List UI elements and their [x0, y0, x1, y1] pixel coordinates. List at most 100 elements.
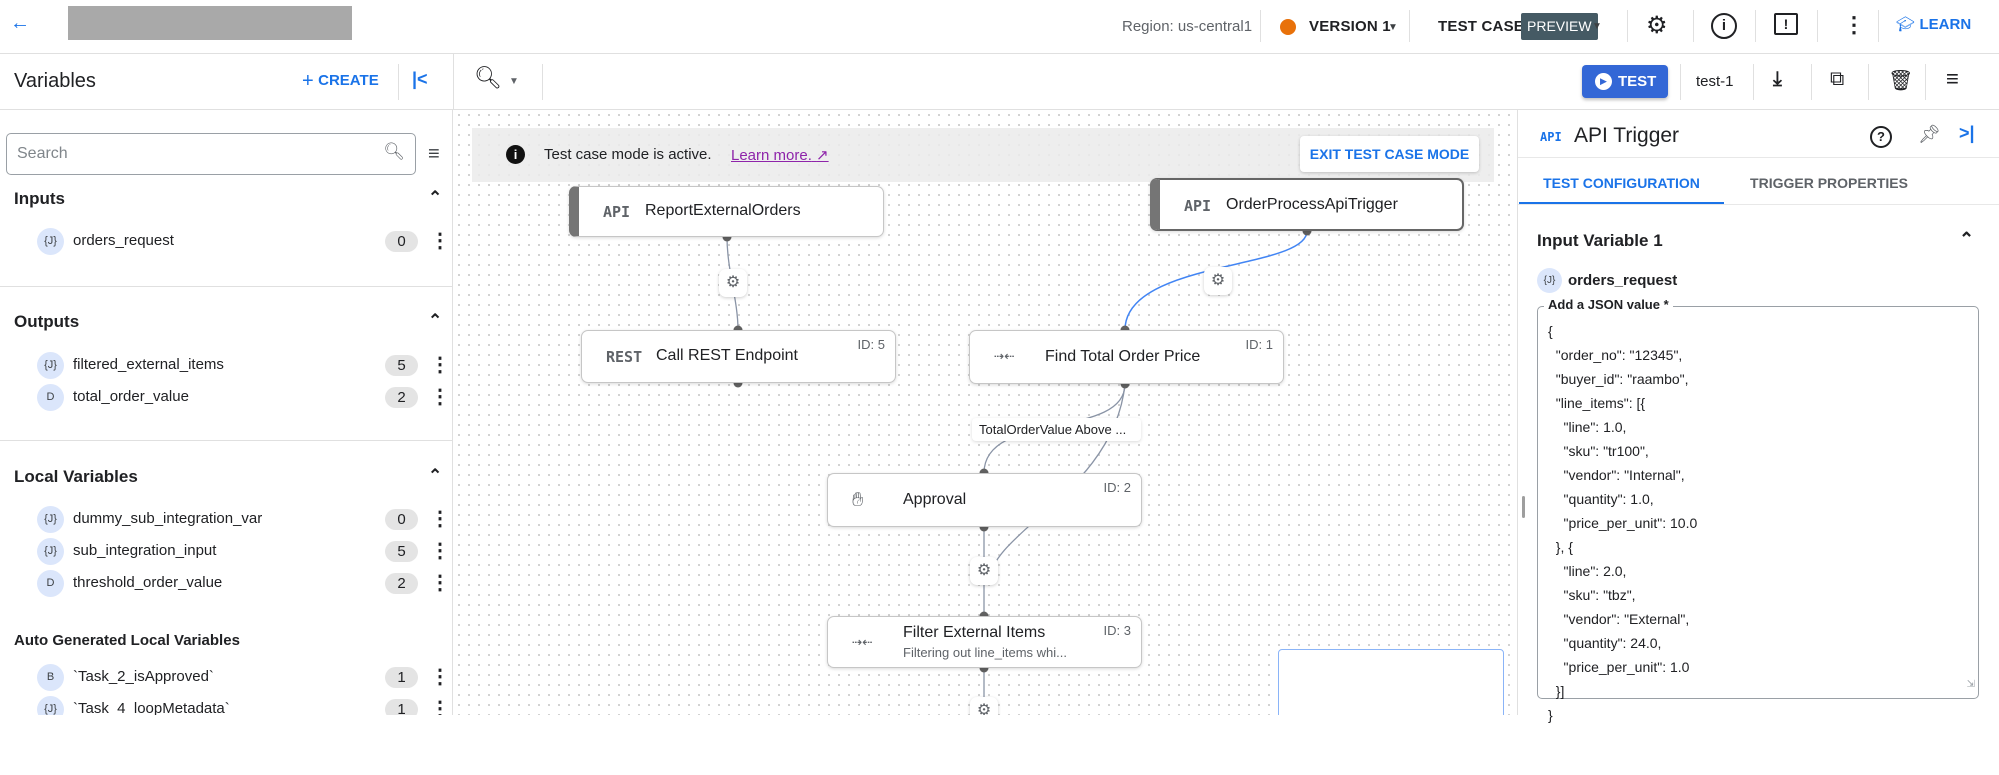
tab-label: TEST CONFIGURATION: [1543, 175, 1700, 191]
download-icon[interactable]: ⤓: [1773, 68, 1782, 90]
chevron-up-icon[interactable]: ⌃: [428, 466, 443, 485]
panel-resize-handle[interactable]: [1522, 496, 1525, 518]
more-vert-icon[interactable]: ⋮: [430, 540, 450, 562]
help-icon[interactable]: ?: [1870, 126, 1892, 148]
more-vert-icon[interactable]: ⋮: [430, 572, 450, 594]
preview-badge: PREVIEW: [1521, 13, 1598, 40]
more-vert-icon[interactable]: ⋮: [1843, 12, 1865, 37]
json-type-icon: {J}: [37, 538, 64, 565]
api-trigger-panel: API API Trigger ? 📌︎ >| TEST CONFIGURATI…: [1517, 110, 1999, 723]
variable-row[interactable]: {J} `Task_4_loopMetadata` 1 ⋮: [0, 696, 452, 715]
list-icon[interactable]: ≡: [1946, 66, 1959, 91]
search-icon: 🔍︎: [383, 142, 405, 161]
json-type-icon: {J}: [37, 506, 64, 533]
chevron-up-icon[interactable]: ⌃: [1959, 229, 1975, 249]
auto-generated-header: Auto Generated Local Variables: [14, 632, 240, 649]
resize-handle-icon[interactable]: ⇲: [1966, 679, 1975, 690]
variable-name: total_order_value: [73, 388, 189, 405]
minimap[interactable]: [1278, 649, 1504, 715]
variable-row[interactable]: {J} sub_integration_input 5 ⋮: [0, 538, 452, 566]
caret-down-icon[interactable]: ▼: [509, 76, 519, 87]
json-value-textarea[interactable]: { "order_no": "12345", "buyer_id": "raam…: [1537, 306, 1979, 723]
edge-settings-gear-icon[interactable]: ⚙: [970, 697, 998, 715]
more-vert-icon[interactable]: ⋮: [430, 508, 450, 530]
chevron-up-icon[interactable]: ⌃: [428, 188, 443, 207]
edge-settings-gear-icon[interactable]: ⚙: [719, 269, 747, 297]
variable-name: orders_request: [73, 232, 174, 249]
version-label: VERSION 1: [1309, 18, 1391, 35]
variable-name: `Task_2_isApproved`: [73, 668, 214, 685]
tab-test-configuration[interactable]: TEST CONFIGURATION: [1519, 158, 1724, 205]
node-order-process-api-trigger[interactable]: API OrderProcessApiTrigger: [1150, 178, 1464, 231]
chevron-up-icon[interactable]: ⌃: [428, 311, 443, 330]
search-input[interactable]: Search 🔍︎: [6, 133, 416, 175]
integration-canvas[interactable]: i Test case mode is active. Learn more. …: [454, 110, 1517, 715]
pin-icon[interactable]: 📌︎: [1918, 124, 1941, 144]
json-type-icon: {J}: [37, 696, 64, 715]
inputs-header: Inputs: [14, 189, 65, 208]
tab-label: TRIGGER PROPERTIES: [1750, 175, 1908, 191]
rest-icon: REST: [606, 348, 643, 366]
create-variable-button[interactable]: + CREATE: [302, 70, 379, 93]
variable-row[interactable]: {J} filtered_external_items 5 ⋮: [0, 352, 452, 380]
close-panel-icon[interactable]: >|: [1959, 123, 1975, 143]
learn-button[interactable]: 🎓︎ LEARN: [1896, 15, 1971, 34]
double-type-icon: D: [37, 384, 64, 411]
node-find-total-order-price[interactable]: ⇢⇠ Find Total Order Price ID: 1: [969, 330, 1284, 384]
version-selector[interactable]: VERSION 1 ▼: [1280, 13, 1400, 41]
hand-icon: ✋︎: [852, 487, 864, 511]
node-call-rest-endpoint[interactable]: REST Call REST Endpoint ID: 5: [581, 330, 896, 383]
variable-row[interactable]: {J} orders_request 0 ⋮: [0, 228, 452, 256]
node-id: ID: 3: [1103, 623, 1131, 638]
more-vert-icon[interactable]: ⋮: [430, 698, 450, 715]
usage-count-badge: 2: [385, 387, 418, 408]
test-case-label: TEST CASE: [1438, 18, 1524, 35]
node-title: Filter External Items: [903, 624, 1046, 641]
zoom-icon[interactable]: 🔍︎: [474, 65, 502, 90]
more-vert-icon[interactable]: ⋮: [430, 230, 450, 252]
search-placeholder: Search: [17, 145, 68, 162]
double-type-icon: D: [37, 570, 64, 597]
edge-settings-gear-icon[interactable]: ⚙: [1204, 267, 1232, 295]
more-vert-icon[interactable]: ⋮: [430, 354, 450, 376]
node-id: ID: 2: [1103, 480, 1131, 495]
learn-more-link[interactable]: Learn more. ↗: [731, 146, 829, 164]
back-arrow-icon[interactable]: ←: [10, 12, 30, 34]
settings-gear-icon[interactable]: ⚙: [1646, 12, 1668, 39]
variable-row[interactable]: D threshold_order_value 2 ⋮: [0, 570, 452, 598]
api-icon: API: [1540, 130, 1562, 144]
test-label: TEST: [1618, 73, 1657, 90]
node-title: Find Total Order Price: [1045, 348, 1201, 365]
edge-settings-gear-icon[interactable]: ⚙: [970, 557, 998, 585]
node-title: Call REST Endpoint: [656, 347, 798, 364]
variable-row[interactable]: D total_order_value 2 ⋮: [0, 384, 452, 412]
delete-icon[interactable]: 🗑︎: [1888, 70, 1914, 92]
more-vert-icon[interactable]: ⋮: [430, 666, 450, 688]
node-subtitle: Filtering out line_items whi...: [903, 645, 1068, 660]
boolean-type-icon: B: [37, 664, 64, 691]
node-approval[interactable]: ✋︎ Approval ID: 2: [827, 473, 1142, 527]
node-filter-external-items[interactable]: ⇢⇠ Filter External Items Filtering out l…: [827, 616, 1142, 668]
edge-condition-label[interactable]: TotalOrderValue Above ...: [972, 418, 1141, 441]
info-icon[interactable]: i: [1711, 13, 1737, 39]
json-type-icon: {J}: [1537, 268, 1562, 293]
variables-title: Variables: [14, 70, 96, 92]
exit-test-case-mode-button[interactable]: EXIT TEST CASE MODE: [1300, 136, 1479, 172]
node-report-external-orders[interactable]: API ReportExternalOrders: [569, 186, 884, 237]
usage-count-badge: 0: [385, 231, 418, 252]
collapse-panel-icon[interactable]: |<: [412, 69, 428, 89]
external-link-icon: ↗: [816, 147, 829, 164]
test-case-selector[interactable]: TEST CASE PREVIEW ▼: [1438, 12, 1608, 42]
variable-row[interactable]: {J} dummy_sub_integration_var 0 ⋮: [0, 506, 452, 534]
feedback-icon[interactable]: !: [1774, 13, 1798, 35]
tab-trigger-properties[interactable]: TRIGGER PROPERTIES: [1724, 158, 1934, 205]
test-button[interactable]: ▶ TEST: [1582, 65, 1668, 98]
more-vert-icon[interactable]: ⋮: [430, 386, 450, 408]
copy-icon[interactable]: ⧉: [1830, 68, 1845, 90]
test-case-name[interactable]: test-1: [1696, 73, 1734, 90]
data-mapping-icon: ⇢⇠: [994, 346, 1015, 366]
caret-down-icon: ▼: [1592, 21, 1602, 32]
usage-count-badge: 5: [385, 541, 418, 562]
sort-filter-icon[interactable]: ≡: [428, 143, 440, 165]
variable-row[interactable]: B `Task_2_isApproved` 1 ⋮: [0, 664, 452, 692]
